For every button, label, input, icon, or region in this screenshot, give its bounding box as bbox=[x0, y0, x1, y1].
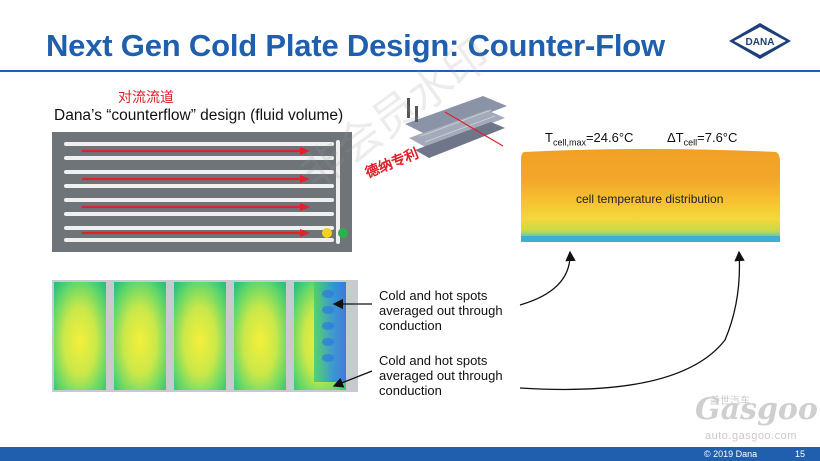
dana-logo: DANA bbox=[729, 23, 791, 59]
note-conduction-1: Cold and hot spots averaged out through … bbox=[379, 288, 503, 333]
cold-plate-schematic bbox=[52, 132, 352, 252]
slide-title: Next Gen Cold Plate Design: Counter-Flow bbox=[46, 28, 665, 63]
exploded-plate-image bbox=[405, 96, 507, 158]
note-conduction-2: Cold and hot spots averaged out through … bbox=[379, 353, 503, 398]
temp-max-readout: Tcell,max=24.6°C bbox=[545, 130, 634, 148]
gasgoo-url: auto.gasgoo.com bbox=[705, 430, 797, 442]
page-number: 15 bbox=[795, 449, 806, 459]
gasgoo-logo: Gasgoo bbox=[695, 392, 818, 427]
cell-temperature-label: cell temperature distribution bbox=[576, 192, 724, 206]
channel-label: 对流流道 bbox=[118, 90, 174, 106]
title-divider bbox=[0, 70, 820, 72]
cell-temperature-map bbox=[521, 149, 780, 242]
fluid-heatmap bbox=[52, 280, 358, 392]
logo-text: DANA bbox=[746, 37, 775, 48]
counterflow-subtitle: Dana’s “counterflow” design (fluid volum… bbox=[54, 107, 344, 124]
gasgoo-brand-cn: 盖世汽车 bbox=[710, 396, 750, 407]
footer-bar bbox=[0, 447, 820, 461]
copyright-text: © 2019 Dana bbox=[704, 449, 758, 459]
temp-delta-readout: ΔTcell=7.6°C bbox=[667, 130, 738, 148]
